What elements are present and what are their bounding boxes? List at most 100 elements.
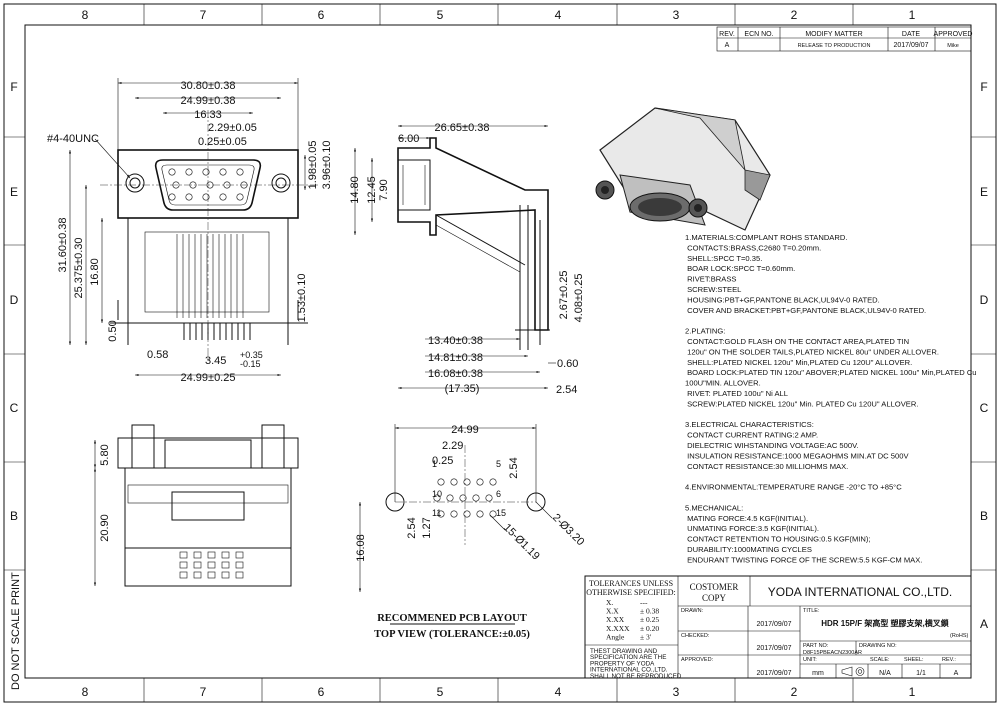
title-block: TOLERANCES UNLESS OTHERWISE SPECIFIED: X… — [584, 575, 972, 680]
dim-side: 26.65±0.38 — [435, 122, 490, 134]
tol-key: Angle — [606, 632, 625, 641]
checked-date: 2017/09/07 — [756, 645, 791, 652]
tol-key: X.X — [606, 607, 619, 616]
dim-side: 2.67±0.25 — [558, 271, 570, 320]
dim-vertical: 0.50 — [107, 320, 119, 341]
pin-number: 11 — [432, 508, 441, 518]
pin-socket — [202, 193, 210, 201]
pin-socket — [168, 193, 176, 201]
grid-col-label: 6 — [318, 685, 325, 699]
disclaimer-line: INTERNATIONAL CO.,LTD. — [590, 667, 668, 674]
revision-table: REV. ECN NO. MODIFY MATTER DATE APPROVED… — [716, 26, 973, 52]
note-line — [685, 493, 687, 502]
pcb-hole — [476, 510, 484, 518]
dim-bottom: 3.45 — [205, 355, 226, 367]
dim-tol: +0.35 — [240, 350, 263, 360]
rev-header: APPROVED — [934, 31, 973, 38]
grid-col-label: 2 — [791, 8, 798, 22]
dim-pcb: 1.27 — [421, 517, 433, 538]
disclaimer-line: PROPERTY OF YODA — [590, 660, 655, 667]
pin-pad — [179, 571, 188, 579]
drawn-date: 2017/09/07 — [756, 621, 791, 628]
note-line: 5.MECHANICAL: — [685, 503, 743, 512]
pcb-title: RECOMMENED PCB LAYOUT — [377, 613, 527, 624]
scale-label: SCALE: — [870, 657, 890, 663]
side-profile — [397, 137, 549, 331]
grid-row-label: E — [980, 185, 988, 199]
note-line: 4.ENVIRONMENTAL:TEMPERATURE RANGE -20°C … — [685, 483, 902, 492]
grid-col-label: 1 — [909, 8, 916, 22]
tol-title: OTHERWISE SPECIFIED: — [586, 588, 676, 597]
disclaimer-line: THEST DRAWING AND — [590, 648, 658, 655]
pin-socket — [202, 168, 210, 176]
side-dsub — [397, 159, 431, 211]
dim-pcb: 0.25 — [432, 455, 453, 467]
pin-number: 5 — [496, 459, 501, 469]
note-line: DIELECTRIC WIHSTANDING VOLTAGE:AC 500V. — [685, 441, 859, 450]
rev-cell: Mike — [947, 43, 959, 49]
grid-row-label: B — [980, 509, 988, 523]
pin-pad — [207, 551, 216, 559]
pin-pad — [235, 551, 244, 559]
checked-label: CHECKED: — [681, 633, 710, 639]
pcb-hole — [437, 510, 445, 518]
note-line: CONTACT:GOLD FLASH ON THE CONTACT AREA,P… — [685, 337, 909, 346]
d-sub-insert — [161, 164, 255, 206]
pin-pad — [193, 551, 202, 559]
dim-side: 14.80 — [349, 176, 361, 204]
bottom-body — [124, 467, 292, 587]
bottom-view: 5.80 20.90 — [93, 424, 299, 587]
pcb-hole — [446, 494, 454, 502]
tol-key: X.XXX — [606, 624, 630, 633]
pcb-layout: 24.99 2.29 0.25 2.54 2.54 1.27 16.08 2-Ø… — [355, 424, 586, 640]
grid-col-label: 5 — [437, 685, 444, 699]
pin-socket — [185, 168, 193, 176]
note-line: CONTACTS:BRASS,C2680 T=0.20mm. — [685, 243, 821, 252]
grid-col-label: 3 — [673, 685, 680, 699]
screw-hole-inner — [129, 177, 141, 189]
note-line: UNMATING FORCE:3.5 KGF(INITIAL). — [685, 524, 819, 533]
pcb-hole — [485, 494, 493, 502]
dim-side: (17.35) — [445, 383, 480, 395]
pin-number: 1 — [432, 459, 437, 469]
grid-col-label: 8 — [82, 8, 89, 22]
note-line: BOAR LOCK:SPCC T=0.60mm. — [685, 264, 795, 273]
contact-tails — [176, 234, 251, 340]
grid-col-label: 6 — [318, 8, 325, 22]
dim-pin-offset: 0.25±0.05 — [198, 136, 247, 148]
dim-pcb: 2-Ø3.20 — [550, 512, 587, 549]
rev-header: MODIFY MATTER — [805, 31, 862, 38]
note-line: CONTACT RETENTION TO HOUSING:0.5 KGF(MIN… — [685, 535, 871, 544]
dim-bottom-view: 20.90 — [99, 514, 111, 542]
pin-pad — [235, 561, 244, 569]
note-line: RIVET:BRASS — [685, 275, 736, 284]
pin-pad — [221, 551, 230, 559]
screw-hole — [125, 173, 145, 193]
pcb-hole — [437, 478, 445, 486]
grid-col-label: 4 — [555, 685, 562, 699]
pin-socket — [185, 193, 193, 201]
grid-col-label: 7 — [200, 685, 207, 699]
pin-socket — [219, 168, 227, 176]
approved-date: 2017/09/07 — [756, 670, 791, 677]
pin-pad — [207, 571, 216, 579]
pin-pad — [221, 571, 230, 579]
note-line: BOARD LOCK:PLATED TIN 120u" ABOVER;PLATE… — [685, 368, 977, 377]
dim-width: 30.80±0.38 — [181, 80, 236, 92]
pin-socket — [236, 168, 244, 176]
grid-row-label: D — [10, 293, 19, 307]
pcb-hole — [489, 478, 497, 486]
pin-pad — [193, 571, 202, 579]
thread-callout: #4-40UNC — [47, 133, 99, 145]
note-line: SHELL:SPCC T=0.35. — [685, 254, 762, 263]
disclaimer-line: SHALL NOT BE REPRODUCED — [590, 673, 682, 680]
dim-bottom: 24.99±0.25 — [181, 372, 236, 384]
pcb-hole — [450, 478, 458, 486]
part-no-label: PART NO: — [803, 643, 829, 649]
pin-pad — [193, 561, 202, 569]
part-title: HDR 15P/F 架高型 塑膠支架,横叉鎖 — [821, 618, 950, 628]
pcb-pin-holes — [395, 445, 536, 545]
pcb-hole — [463, 510, 471, 518]
tol-key: X.XX — [606, 615, 625, 624]
